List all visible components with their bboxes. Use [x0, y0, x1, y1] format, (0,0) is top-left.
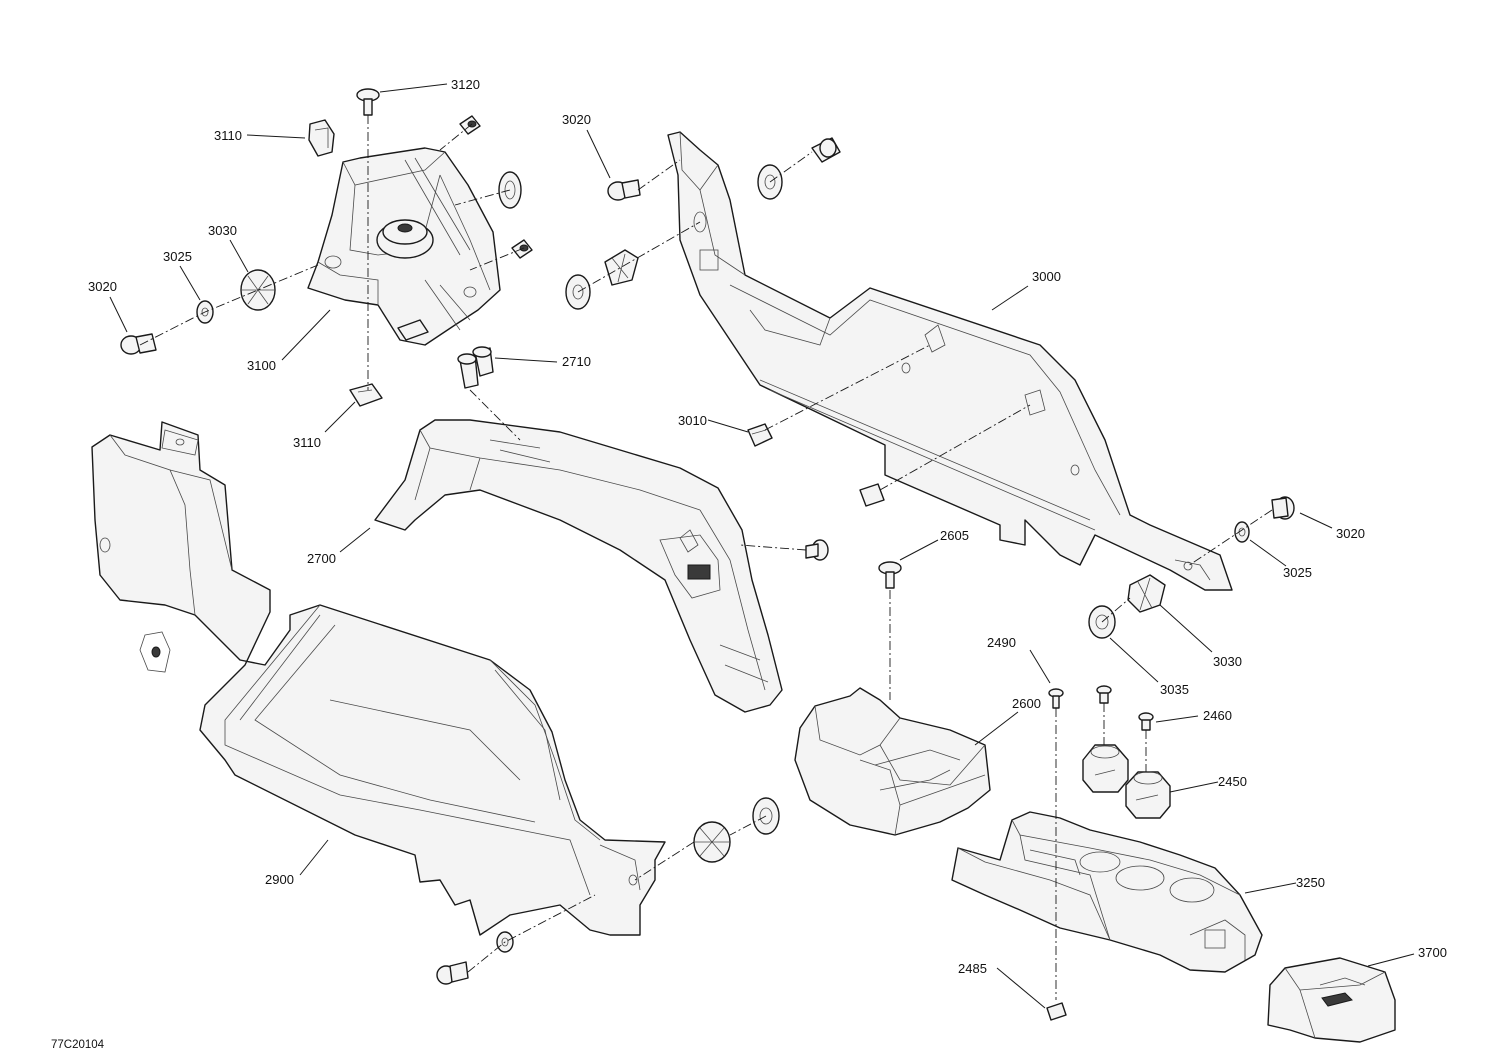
- push-pin-3020-left: [120, 333, 157, 355]
- callout-3120: 3120: [451, 77, 480, 92]
- callout-3110-top: 3110: [214, 128, 242, 143]
- clip-panel-lower: [859, 483, 885, 507]
- washer-3025-right: [1234, 521, 1250, 543]
- callout-2490: 2490: [987, 635, 1016, 650]
- callout-labels: 3120 3110 3030 3025 3020 3100 3110 2710 …: [88, 77, 1447, 976]
- rivet-3030-right: [1127, 574, 1166, 613]
- screw-holder: [1096, 685, 1112, 704]
- callout-3700: 3700: [1418, 945, 1447, 960]
- push-pin-panel-2900: [436, 961, 469, 985]
- pins-2710: [457, 346, 494, 389]
- clip-2485: [1046, 1002, 1067, 1021]
- callout-2605: 2605: [940, 528, 969, 543]
- push-pin-3020-right: [1271, 496, 1295, 520]
- push-pin-panel-top: [811, 137, 841, 163]
- callout-2700: 2700: [307, 551, 336, 566]
- rivet-3030-left: [240, 269, 276, 311]
- callout-3035: 3035: [1160, 682, 1189, 697]
- clip-bracket-lower: [397, 319, 429, 341]
- screw-2605: [878, 561, 902, 589]
- arch-2700: [374, 419, 783, 713]
- callout-2900: 2900: [265, 872, 294, 887]
- callout-3020-top: 3020: [562, 112, 591, 127]
- callout-2450: 2450: [1218, 774, 1247, 789]
- clip-3110-top: [308, 119, 335, 157]
- holder-2450-right: [1125, 771, 1171, 819]
- console-3250: [951, 811, 1263, 973]
- clip-3010: [747, 423, 773, 447]
- rivet-panel-2900: [693, 821, 731, 863]
- assembly-axes: [139, 115, 1273, 1000]
- callout-3010: 3010: [678, 413, 707, 428]
- screw-arch: [805, 539, 829, 561]
- callout-3020-left: 3020: [88, 279, 117, 294]
- screw-3120: [356, 88, 380, 116]
- screw-bracket-top: [459, 115, 481, 135]
- cap-3700: [1267, 957, 1396, 1043]
- callout-3025-left: 3025: [163, 249, 192, 264]
- callout-2600: 2600: [1012, 696, 1041, 711]
- callout-2485: 2485: [958, 961, 987, 976]
- panel-3000: [667, 131, 1233, 591]
- callout-3030-left: 3030: [208, 223, 237, 238]
- diagram-code: 77C20104: [51, 1039, 105, 1051]
- holder-2450-left: [1082, 744, 1129, 793]
- callout-3100: 3100: [247, 358, 276, 373]
- leader-lines: [109, 83, 1415, 1009]
- rivet-panel-left: [604, 249, 639, 286]
- callout-3020-right: 3020: [1336, 526, 1365, 541]
- screw-2490: [1048, 688, 1064, 709]
- callout-2460: 2460: [1203, 708, 1232, 723]
- screw-2460: [1138, 712, 1154, 731]
- callout-3110-bottom: 3110: [293, 435, 321, 450]
- callout-3030-right: 3030: [1213, 654, 1242, 669]
- push-pin-3020-top: [607, 179, 641, 201]
- callout-3250: 3250: [1296, 875, 1325, 890]
- callout-3000: 3000: [1032, 269, 1061, 284]
- clip-3110-bottom: [349, 383, 383, 407]
- panel-2900: [91, 421, 666, 936]
- bracket-3100: [307, 147, 501, 346]
- callout-3025-right: 3025: [1283, 565, 1312, 580]
- tray-2600: [794, 687, 991, 836]
- callout-2710: 2710: [562, 354, 591, 369]
